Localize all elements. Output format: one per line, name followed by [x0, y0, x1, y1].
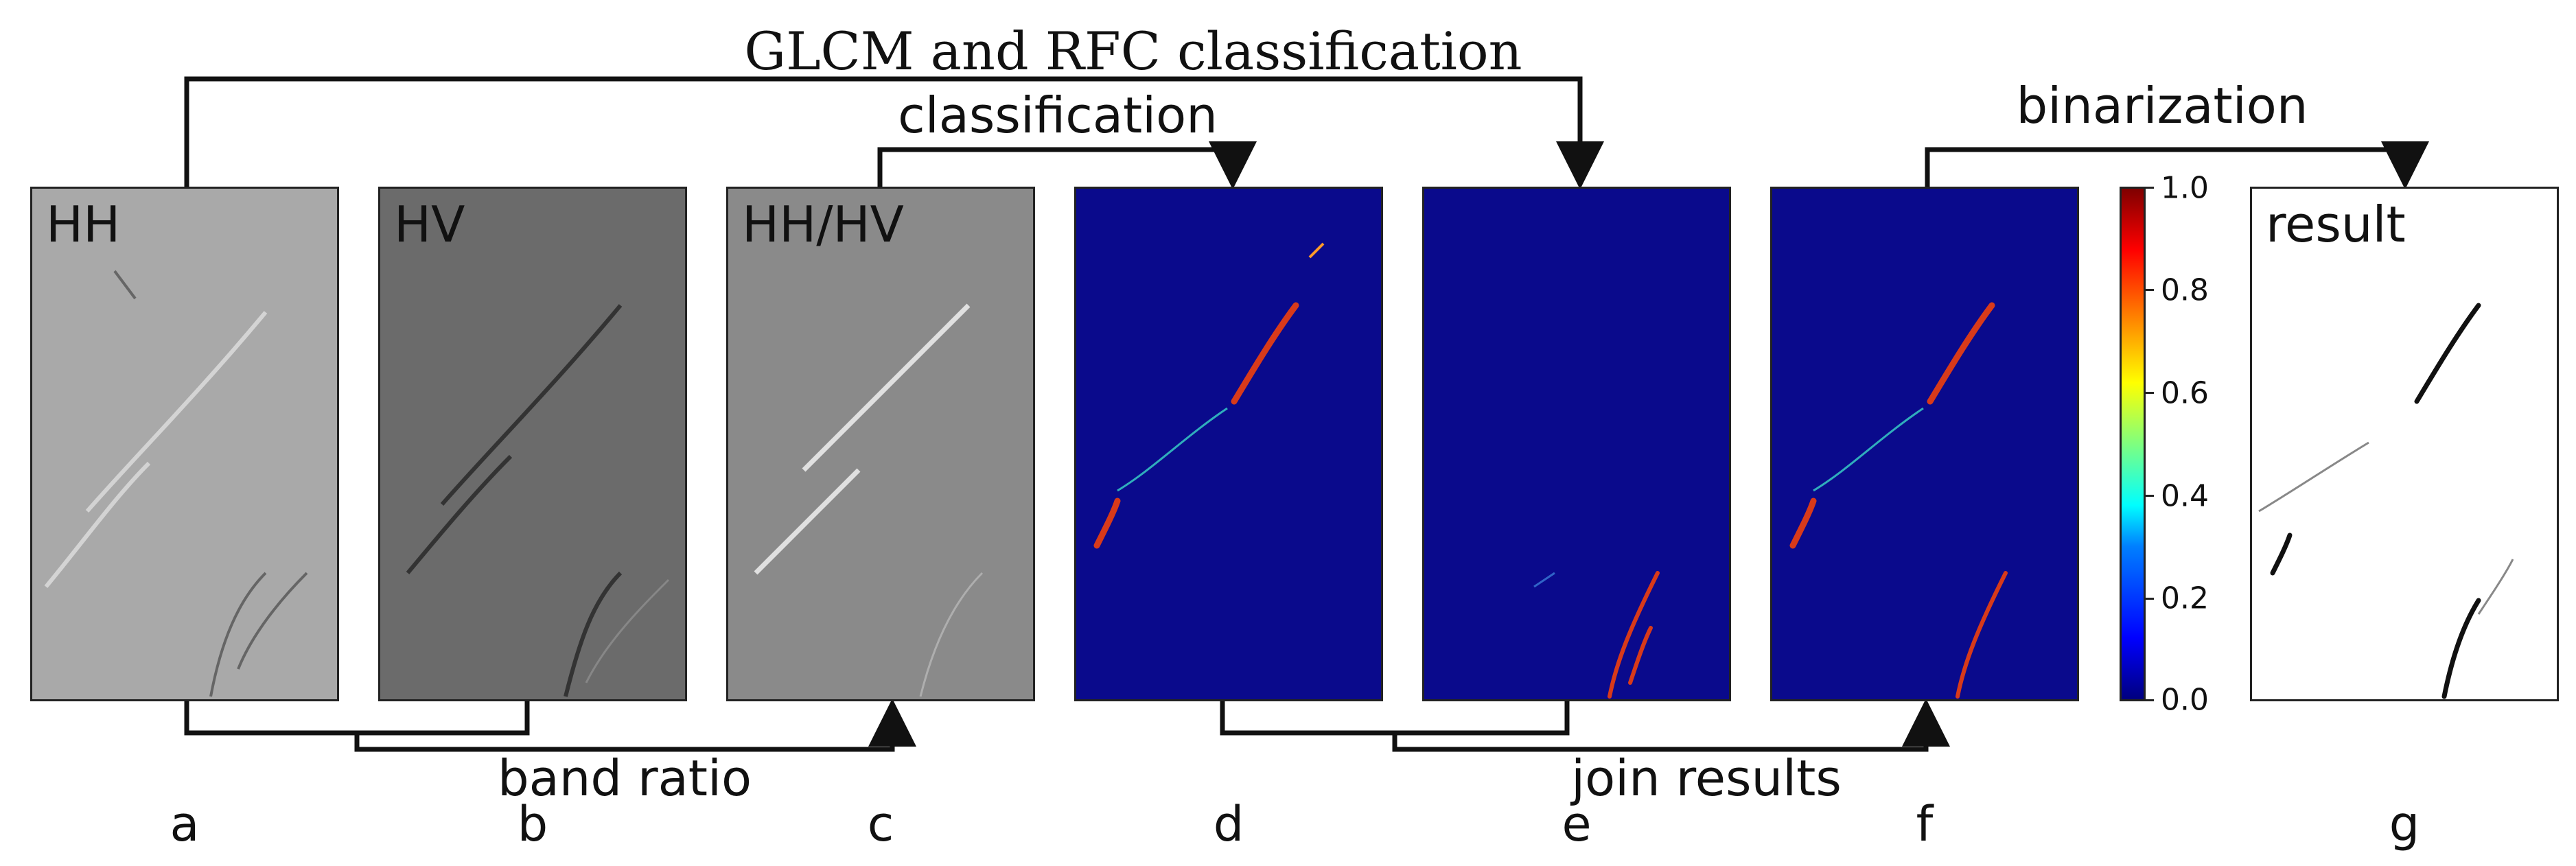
colorbar-tickmark [2146, 187, 2154, 189]
panel-letter-a: a [170, 796, 200, 852]
colorbar-tick-label: 1.0 [2161, 170, 2209, 206]
panel-c-ratio: HH/HV [726, 187, 1035, 701]
panel-letter-d: d [1213, 796, 1244, 852]
band-ratio-caption: band ratio [497, 749, 752, 807]
panel-letter-b: b [517, 796, 548, 852]
band-ratio-bracket [184, 701, 530, 736]
colorbar-tickmark [2146, 495, 2154, 497]
binarization-caption: binarization [2016, 77, 2308, 134]
panel-letter-g: g [2389, 796, 2420, 852]
panel-e-probability [1422, 187, 1731, 701]
panel-a-hh: HH [30, 187, 339, 701]
classification-arrow [877, 141, 1257, 189]
panel-g-result: result [2250, 187, 2559, 701]
join-results-caption: join results [1571, 749, 1842, 807]
colorbar-tick-label: 0.8 [2161, 272, 2209, 308]
panel-label: result [2266, 196, 2406, 253]
panel-label: HH/HV [742, 196, 904, 253]
band-ratio-arrow [354, 699, 916, 752]
colorbar-tick-label: 0.6 [2161, 375, 2209, 411]
colorbar-tick-label: 0.4 [2161, 478, 2209, 514]
panel-letter-e: e [1562, 796, 1592, 852]
probability-features [1093, 242, 1325, 549]
probability-features [1789, 302, 2008, 699]
glcm-rfc-arrow [184, 76, 1604, 189]
colorbar [2120, 187, 2146, 701]
sar-texture [406, 304, 670, 697]
binarization-arrow [1925, 141, 2429, 189]
panel-letter-f: f [1916, 796, 1934, 852]
colorbar-tickmark [2146, 598, 2154, 600]
sar-texture [44, 270, 308, 697]
colorbar-tickmark [2146, 289, 2154, 291]
probability-features [1533, 571, 1660, 699]
panel-label: HH [46, 196, 121, 253]
title-caption: GLCM and RFC classification [744, 21, 1522, 82]
colorbar-tickmark [2146, 392, 2154, 394]
sar-texture [754, 303, 984, 697]
panel-label: HV [394, 196, 465, 253]
panel-d-probability [1074, 187, 1383, 701]
binary-features [2258, 303, 2514, 699]
panel-b-hv: HV [378, 187, 687, 701]
panel-letter-c: c [867, 796, 894, 852]
classification-caption: classification [898, 86, 1218, 144]
colorbar-tickmark [2146, 699, 2154, 701]
join-results-arrow [1392, 699, 1950, 752]
colorbar-tick-label: 0.2 [2161, 581, 2209, 616]
join-results-bracket [1220, 701, 1570, 736]
panel-f-probability [1770, 187, 2079, 701]
colorbar-tick-label: 0.0 [2161, 682, 2209, 718]
